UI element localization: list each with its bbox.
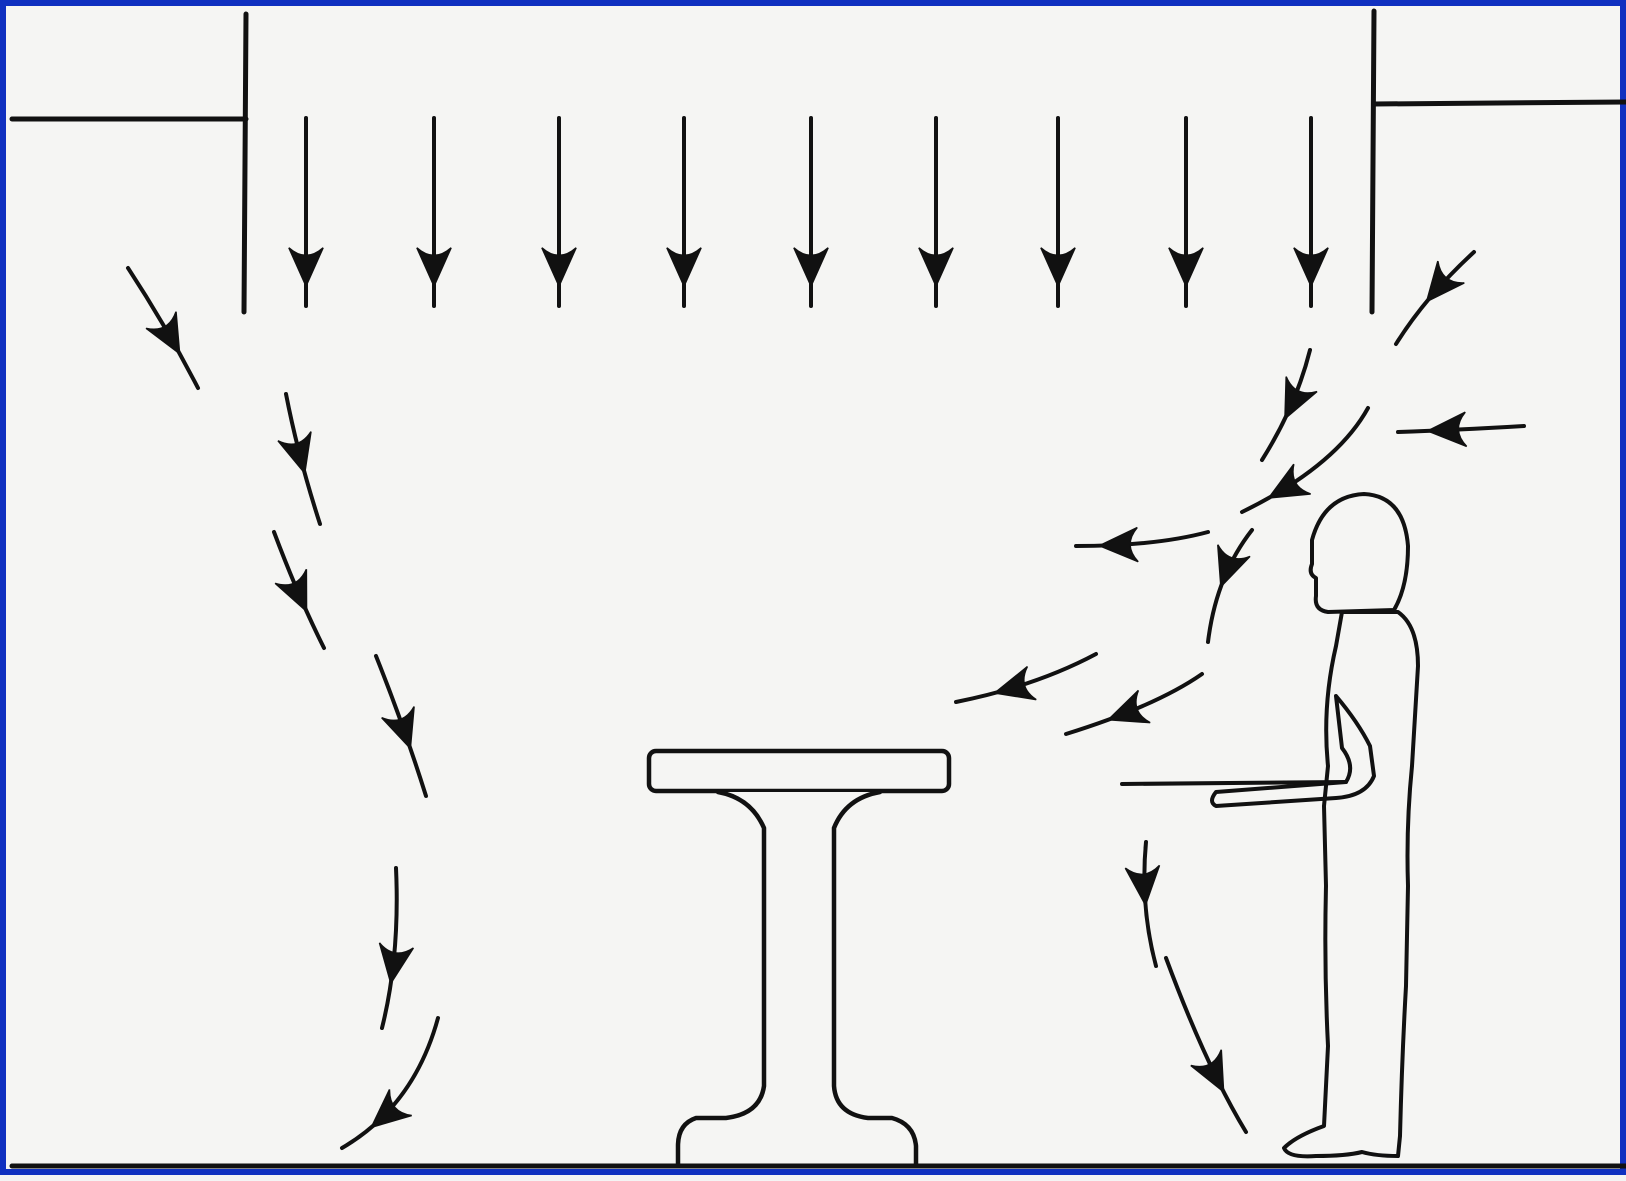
- flow-arrow-4-head: [381, 706, 415, 751]
- flow-arrow-11-shaft: [1074, 530, 1210, 548]
- supply-arrow-3: [541, 116, 577, 308]
- operating-table: [646, 748, 952, 1169]
- flow-arrow-10: [1240, 406, 1370, 514]
- supply-airflow-arrows: [288, 116, 1329, 308]
- table-pedestal: [675, 789, 919, 1169]
- supply-arrow-4: [666, 116, 702, 308]
- flow-arrow-8-head: [1284, 376, 1318, 421]
- ceiling-line-right: [1371, 99, 1626, 107]
- flow-arrow-12-head: [1217, 544, 1251, 589]
- standing-person: [1210, 492, 1420, 1159]
- person-body: [1282, 610, 1420, 1159]
- flow-arrow-14-shaft: [1064, 672, 1204, 736]
- person-arm: [1210, 694, 1376, 808]
- flow-arrow-5-shaft: [380, 866, 399, 1030]
- flow-arrow-13-shaft: [954, 652, 1098, 704]
- supply-arrow-7-head: [1040, 247, 1076, 288]
- flow-arrow-11: [1074, 526, 1210, 563]
- instrument-tray: [1120, 780, 1348, 786]
- flow-arrow-7-head: [1425, 260, 1465, 304]
- flow-arrow-14-head: [1106, 689, 1151, 724]
- supply-arrow-2-head: [416, 247, 452, 288]
- flow-arrow-2-head: [277, 431, 312, 475]
- flow-arrow-12: [1206, 528, 1254, 644]
- flow-arrow-9: [1396, 411, 1526, 448]
- flow-arrow-1-head: [145, 311, 181, 356]
- supply-arrow-5: [793, 116, 829, 308]
- supply-arrow-7: [1040, 116, 1076, 308]
- supply-arrow-6: [918, 116, 954, 308]
- supply-arrow-5-head: [793, 247, 829, 288]
- flow-arrow-9-shaft: [1396, 424, 1526, 434]
- supply-arrow-9-head: [1293, 247, 1329, 288]
- supply-arrow-6-head: [918, 247, 954, 288]
- supply-arrow-8: [1168, 116, 1204, 308]
- outlet-wall-left: [241, 11, 249, 315]
- supply-arrow-1: [288, 116, 324, 308]
- table-top: [646, 748, 952, 794]
- supply-arrow-3-head: [541, 247, 577, 288]
- supply-arrow-1-head: [288, 247, 324, 288]
- flow-arrow-1: [126, 266, 200, 390]
- flow-arrow-12-shaft: [1206, 528, 1254, 644]
- flow-arrow-2: [277, 392, 322, 526]
- flow-arrow-10-head: [1267, 463, 1311, 499]
- person-head: [1308, 492, 1410, 614]
- flow-arrow-11-head: [1097, 526, 1139, 563]
- flow-arrow-14: [1064, 672, 1204, 736]
- flow-arrow-6-shaft: [340, 1016, 440, 1150]
- flow-arrow-16-shaft: [1164, 956, 1248, 1134]
- flow-arrow-8: [1260, 348, 1318, 462]
- supply-arrow-4-head: [666, 247, 702, 288]
- flow-arrow-5: [378, 866, 415, 1030]
- airflow-diagram: [9, 8, 1626, 1169]
- flow-arrow-16: [1164, 956, 1248, 1134]
- ceiling-structure: [9, 8, 1626, 315]
- supply-arrow-2: [416, 116, 452, 308]
- flow-arrow-9-head: [1425, 411, 1468, 448]
- flow-arrow-13-head: [992, 665, 1037, 701]
- flow-arrow-7: [1394, 250, 1476, 346]
- flow-arrow-5-head: [378, 942, 415, 986]
- supply-arrow-8-head: [1168, 247, 1204, 288]
- flow-arrow-15: [1124, 840, 1161, 968]
- flow-arrow-4: [374, 654, 428, 798]
- entrained-airflow-arrows: [126, 250, 1526, 1150]
- outlet-wall-right: [1369, 8, 1377, 315]
- flow-arrow-13: [954, 652, 1098, 704]
- flow-arrow-6: [340, 1016, 440, 1150]
- supply-arrow-9: [1293, 116, 1329, 308]
- flow-arrow-3: [272, 530, 326, 650]
- flow-arrow-15-head: [1124, 864, 1161, 907]
- flow-arrow-16-head: [1190, 1049, 1225, 1094]
- flow-arrow-10-shaft: [1240, 406, 1370, 514]
- flow-arrow-6-head: [369, 1089, 412, 1129]
- flow-arrow-3-head: [274, 568, 308, 613]
